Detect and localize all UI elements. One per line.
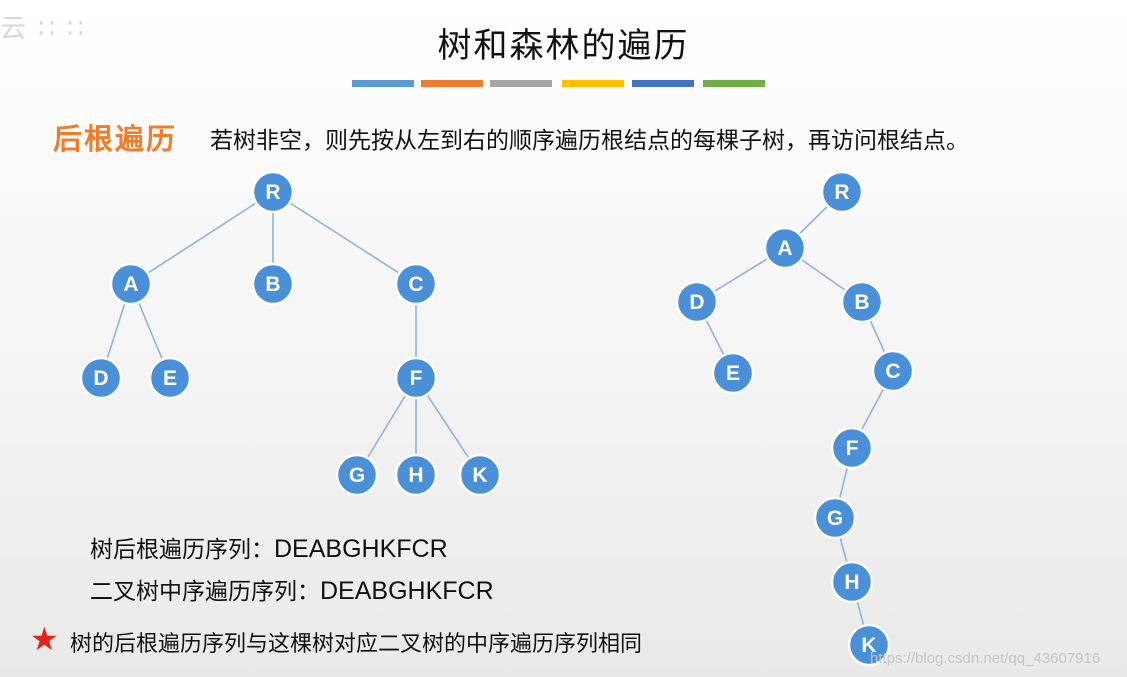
node-label: D (689, 291, 704, 314)
tree-node-c: C (871, 349, 915, 393)
conclusion-text: 树的后根遍历序列与这棵树对应二叉树的中序遍历序列相同 (70, 632, 643, 657)
node-circle (394, 356, 438, 400)
tree-node-k: K (458, 453, 502, 497)
tree-postorder-label: 树后根遍历序列： (90, 537, 274, 563)
node-label: F (410, 367, 423, 390)
binary-inorder-line: 二叉树中序遍历序列：DEABGHKFCR (90, 572, 494, 606)
slide-title: 树和森林的遍历 (437, 26, 690, 66)
color-bar-segment (632, 80, 694, 87)
node-circle (830, 560, 874, 604)
node-label: D (93, 367, 108, 390)
node-label: E (163, 367, 177, 390)
color-bar-segment (352, 80, 414, 87)
node-label: E (726, 362, 740, 385)
node-circle (79, 356, 123, 400)
logo-watermark: 云 ∷ ∷ (0, 14, 86, 44)
tree-node-b: B (840, 280, 884, 324)
node-circle (675, 280, 719, 324)
tree-postorder-value: DEABGHKFCR (274, 535, 448, 563)
node-circle (148, 356, 192, 400)
tree-edge (272, 191, 417, 285)
tree-node-d: D (675, 280, 719, 324)
tree-node-a: A (763, 226, 807, 270)
tree-postorder-line: 树后根遍历序列：DEABGHKFCR (90, 530, 448, 564)
binary-inorder-value: DEABGHKFCR (320, 577, 494, 605)
url-watermark: https://blog.csdn.net/qq_43607916 (870, 650, 1101, 667)
node-label: R (834, 181, 849, 204)
node-label: F (846, 437, 859, 460)
section-heading: 后根遍历 (53, 122, 178, 156)
tree-node-a: A (109, 262, 153, 306)
node-circle (335, 453, 379, 497)
tree-node-c: C (394, 262, 438, 306)
tree-node-f: F (830, 426, 874, 470)
node-circle (763, 226, 807, 270)
star-icon: ★ (30, 620, 59, 658)
node-circle (813, 496, 857, 540)
node-label: K (861, 634, 876, 657)
node-label: G (827, 507, 843, 530)
definition-text: 若树非空，则先按从左到右的顺序遍历根结点的每棵子树，再访问根结点。 (210, 128, 969, 154)
color-bar-segment (421, 80, 483, 87)
node-label: C (408, 273, 423, 296)
node-circle (251, 170, 295, 214)
node-label: R (265, 181, 280, 204)
node-circle (871, 349, 915, 393)
node-label: C (885, 360, 900, 383)
tree-node-e: E (711, 351, 755, 395)
tree-node-r: R (820, 170, 864, 214)
node-label: B (265, 273, 280, 296)
tree-node-k: K (847, 623, 891, 667)
general-tree: R A B C D E F G H K (79, 170, 502, 497)
node-label: A (777, 237, 792, 260)
node-label: A (123, 273, 138, 296)
tree-node-g: G (335, 453, 379, 497)
tree-node-e: E (148, 356, 192, 400)
binary-tree: R A D B E C F G H K (675, 170, 915, 667)
node-circle (458, 453, 502, 497)
tree-node-r: R (251, 170, 295, 214)
node-circle (847, 623, 891, 667)
color-bar-segment (562, 80, 624, 87)
node-label: K (472, 464, 487, 487)
node-label: H (408, 464, 423, 487)
tree-node-h: H (830, 560, 874, 604)
tree-node-b: B (251, 262, 295, 306)
tree-edge (130, 191, 274, 285)
node-label: G (349, 464, 365, 487)
node-circle (394, 453, 438, 497)
node-circle (830, 426, 874, 470)
binary-inorder-label: 二叉树中序遍历序列： (90, 579, 320, 605)
node-circle (820, 170, 864, 214)
tree-node-g: G (813, 496, 857, 540)
node-circle (711, 351, 755, 395)
color-bar-segment (490, 80, 552, 87)
node-circle (109, 262, 153, 306)
tree-node-f: F (394, 356, 438, 400)
node-label: B (854, 291, 869, 314)
node-circle (840, 280, 884, 324)
node-circle (251, 262, 295, 306)
tree-node-h: H (394, 453, 438, 497)
color-bar-segment (703, 80, 765, 87)
node-circle (394, 262, 438, 306)
tree-node-d: D (79, 356, 123, 400)
node-label: H (844, 571, 859, 594)
